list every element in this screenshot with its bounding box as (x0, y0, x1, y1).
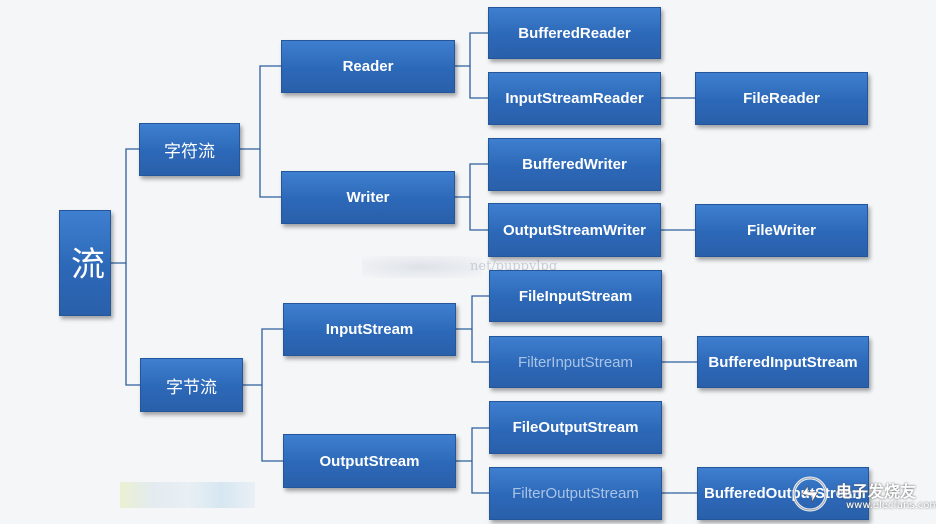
node-reader: Reader (281, 40, 455, 93)
node-filter-output-stream: FilterOutputStream (489, 467, 662, 520)
logo-text: 电子发烧友 (836, 482, 917, 501)
node-input-stream-reader: InputStreamReader (488, 72, 661, 125)
watermark-blur-bottom (120, 482, 255, 508)
node-char-stream: 字符流 (139, 123, 240, 176)
node-output-stream: OutputStream (283, 434, 456, 488)
node-root: 流 (59, 210, 111, 316)
node-writer: Writer (281, 171, 455, 224)
node-buffered-input-stream: BufferedInputStream (697, 336, 869, 388)
logo-subtext: www.elecfans.com (846, 500, 936, 511)
node-filter-input-stream: FilterInputStream (489, 336, 662, 388)
elecfans-logo-icon (792, 476, 828, 512)
node-input-stream: InputStream (283, 303, 456, 356)
node-file-input-stream: FileInputStream (489, 270, 662, 322)
node-file-reader: FileReader (695, 72, 868, 125)
node-output-stream-writer: OutputStreamWriter (488, 203, 661, 257)
node-buffered-reader: BufferedReader (488, 7, 661, 59)
node-byte-stream: 字节流 (140, 358, 243, 412)
node-file-output-stream: FileOutputStream (489, 401, 662, 454)
node-buffered-writer: BufferedWriter (488, 138, 661, 191)
node-file-writer: FileWriter (695, 204, 868, 257)
watermark-blur (362, 256, 482, 278)
